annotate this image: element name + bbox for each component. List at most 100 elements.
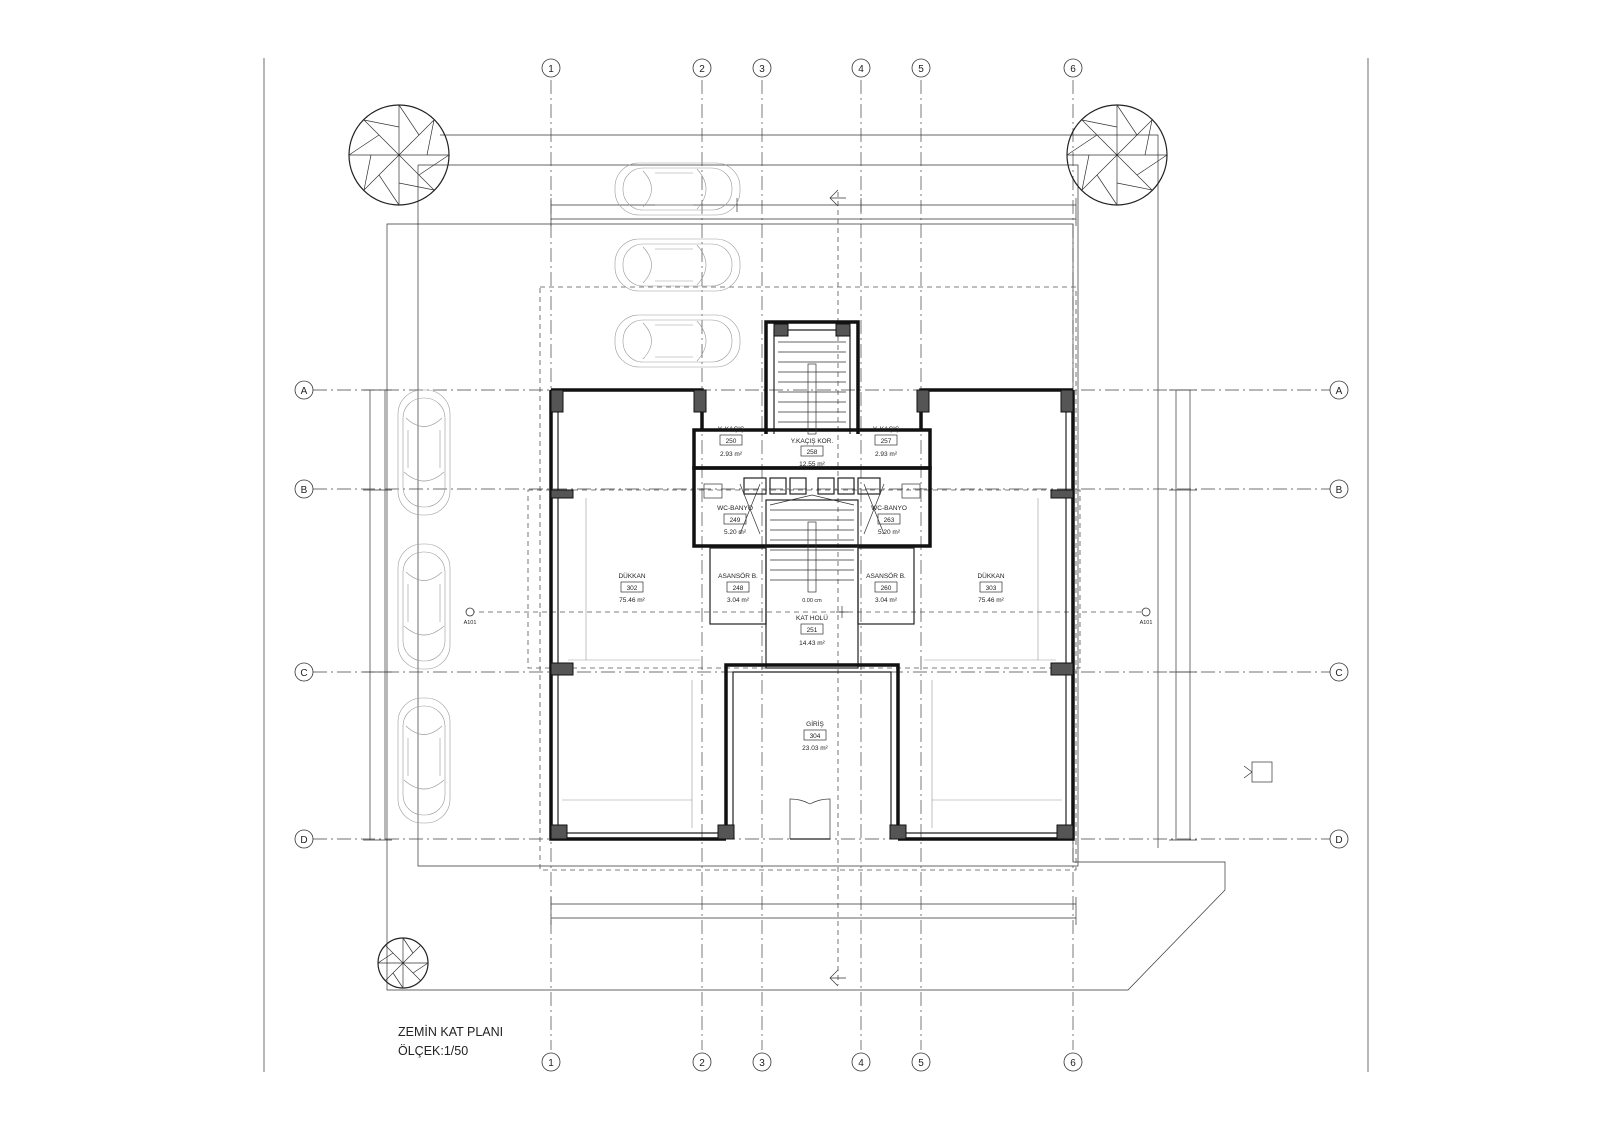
section-arrow-top <box>829 189 846 207</box>
room-number: 250 <box>726 438 737 445</box>
site-boundary <box>386 223 1226 991</box>
grid-lines-vertical <box>550 80 1074 1050</box>
grid-label: 3 <box>759 1058 765 1069</box>
grid-label: D <box>1335 835 1342 846</box>
grid-bubble-left-d: D <box>294 829 314 849</box>
shop-dimension-lines <box>562 498 1062 828</box>
room-name: Y. KAÇIŞ <box>718 426 745 433</box>
grid-bubble-bottom-1: 1 <box>541 1052 561 1072</box>
room-name: KAT HOLÜ <box>796 614 828 622</box>
room-label-249: WC-BANYO 249 5.20 m² <box>717 505 753 536</box>
grid-label: D <box>300 835 307 846</box>
grid-bubble-top-1: 1 <box>541 58 561 78</box>
left-dimension-lines <box>363 389 392 841</box>
room-number: 302 <box>627 585 638 592</box>
car-symbol-top-2 <box>614 238 741 292</box>
north-marker <box>1243 761 1273 783</box>
grid-label: 3 <box>759 64 765 75</box>
room-name: DÜKKAN <box>618 572 645 580</box>
grid-label: C <box>1335 668 1342 679</box>
grid-bubble-top-6: 6 <box>1063 58 1083 78</box>
grid-label: 4 <box>858 64 864 75</box>
grid-bubble-left-c: C <box>294 662 314 682</box>
grid-bubble-left-a: A <box>294 380 314 400</box>
grid-label: 6 <box>1070 1058 1076 1069</box>
top-dimension-lines <box>550 198 1077 226</box>
section-arrow-bottom <box>829 969 846 987</box>
grid-bubble-top-3: 3 <box>752 58 772 78</box>
room-number: 303 <box>986 585 997 592</box>
room-label-257: Y. KAÇIŞ 257 2.93 m² <box>873 426 900 458</box>
car-symbol-left-3 <box>397 697 451 824</box>
grid-label: B <box>1336 485 1343 496</box>
car-symbol-left-2 <box>397 543 451 670</box>
grid-bubble-bottom-5: 5 <box>911 1052 931 1072</box>
room-label-251: KAT HOLÜ 251 14.43 m² <box>796 614 828 647</box>
tree-symbol-top-left <box>348 104 450 206</box>
room-area: 75.46 m² <box>978 597 1004 604</box>
car-symbol-top-3 <box>614 314 741 368</box>
room-name: Y.KAÇIŞ KOR. <box>791 438 834 445</box>
grid-label: 2 <box>699 1058 705 1069</box>
room-number: 258 <box>807 449 818 456</box>
site-outline-upper <box>440 134 1159 848</box>
room-area: 12.55 m² <box>799 461 825 468</box>
wc-fixtures-right <box>863 483 921 535</box>
room-area: 3.04 m² <box>875 597 898 604</box>
room-name: ASANSÖR B. <box>718 572 758 580</box>
room-label-258: Y.KAÇIŞ KOR. 258 12.55 m² <box>791 438 834 468</box>
grid-bubble-right-d: D <box>1329 829 1349 849</box>
stair-treads-upper <box>778 341 846 435</box>
grid-label: 5 <box>918 64 924 75</box>
grid-label: A <box>301 386 308 397</box>
stair-treads-lower <box>769 494 855 593</box>
room-label-248: ASANSÖR B. 248 3.04 m² <box>718 572 758 604</box>
grid-bubble-top-4: 4 <box>851 58 871 78</box>
elevation-marker: 0.00 cm <box>802 598 848 618</box>
building-projection <box>539 286 1077 871</box>
grid-bubble-top-5: 5 <box>911 58 931 78</box>
section-mark-label: A101 <box>1140 620 1153 626</box>
room-name: DÜKKAN <box>977 572 1004 580</box>
room-area: 2.93 m² <box>720 451 743 458</box>
grid-label: 5 <box>918 1058 924 1069</box>
grid-bubble-left-b: B <box>294 479 314 499</box>
room-label-302: DÜKKAN 302 75.46 m² <box>618 572 645 604</box>
building-walls <box>549 320 1075 841</box>
room-name: Y. KAÇIŞ <box>873 426 900 433</box>
elevation-label: 0.00 cm <box>802 598 822 604</box>
room-area: 2.93 m² <box>875 451 898 458</box>
section-mark-right: A101 <box>1140 607 1153 626</box>
room-area: 3.04 m² <box>727 597 750 604</box>
right-dimension-lines <box>1169 389 1197 841</box>
grid-label: 4 <box>858 1058 864 1069</box>
car-symbol-left-1 <box>397 389 451 516</box>
room-number: 257 <box>881 438 892 445</box>
room-number: 260 <box>881 585 892 592</box>
room-area: 5.20 m² <box>724 529 747 536</box>
room-name: WC-BANYO <box>717 505 753 512</box>
grid-label: 1 <box>548 64 554 75</box>
room-label-304: GİRİŞ 304 23.03 m² <box>802 719 828 752</box>
drawing-scale: ÖLÇEK:1/50 <box>398 1044 469 1058</box>
bottom-dimension-lines <box>550 897 1077 925</box>
room-number: 304 <box>810 733 821 740</box>
structural-columns <box>550 323 1074 840</box>
room-label-303: DÜKKAN 303 75.46 m² <box>977 572 1004 604</box>
upper-floor-projection <box>527 489 1081 669</box>
room-area: 75.46 m² <box>619 597 645 604</box>
grid-bubble-right-b: B <box>1329 479 1349 499</box>
room-name: WC-BANYO <box>871 505 907 512</box>
room-label-263: WC-BANYO 263 5.20 m² <box>871 505 907 536</box>
room-area: 5.20 m² <box>878 529 901 536</box>
grid-bubble-right-a: A <box>1329 380 1349 400</box>
car-symbol-top-1 <box>614 162 741 216</box>
grid-bubble-bottom-3: 3 <box>752 1052 772 1072</box>
room-label-260: ASANSÖR B. 260 3.04 m² <box>866 572 906 604</box>
room-area: 14.43 m² <box>799 640 825 647</box>
room-number: 248 <box>733 585 744 592</box>
tree-symbol-bottom-left <box>377 937 429 989</box>
room-name: GİRİŞ <box>806 719 824 728</box>
grid-bubble-right-c: C <box>1329 662 1349 682</box>
